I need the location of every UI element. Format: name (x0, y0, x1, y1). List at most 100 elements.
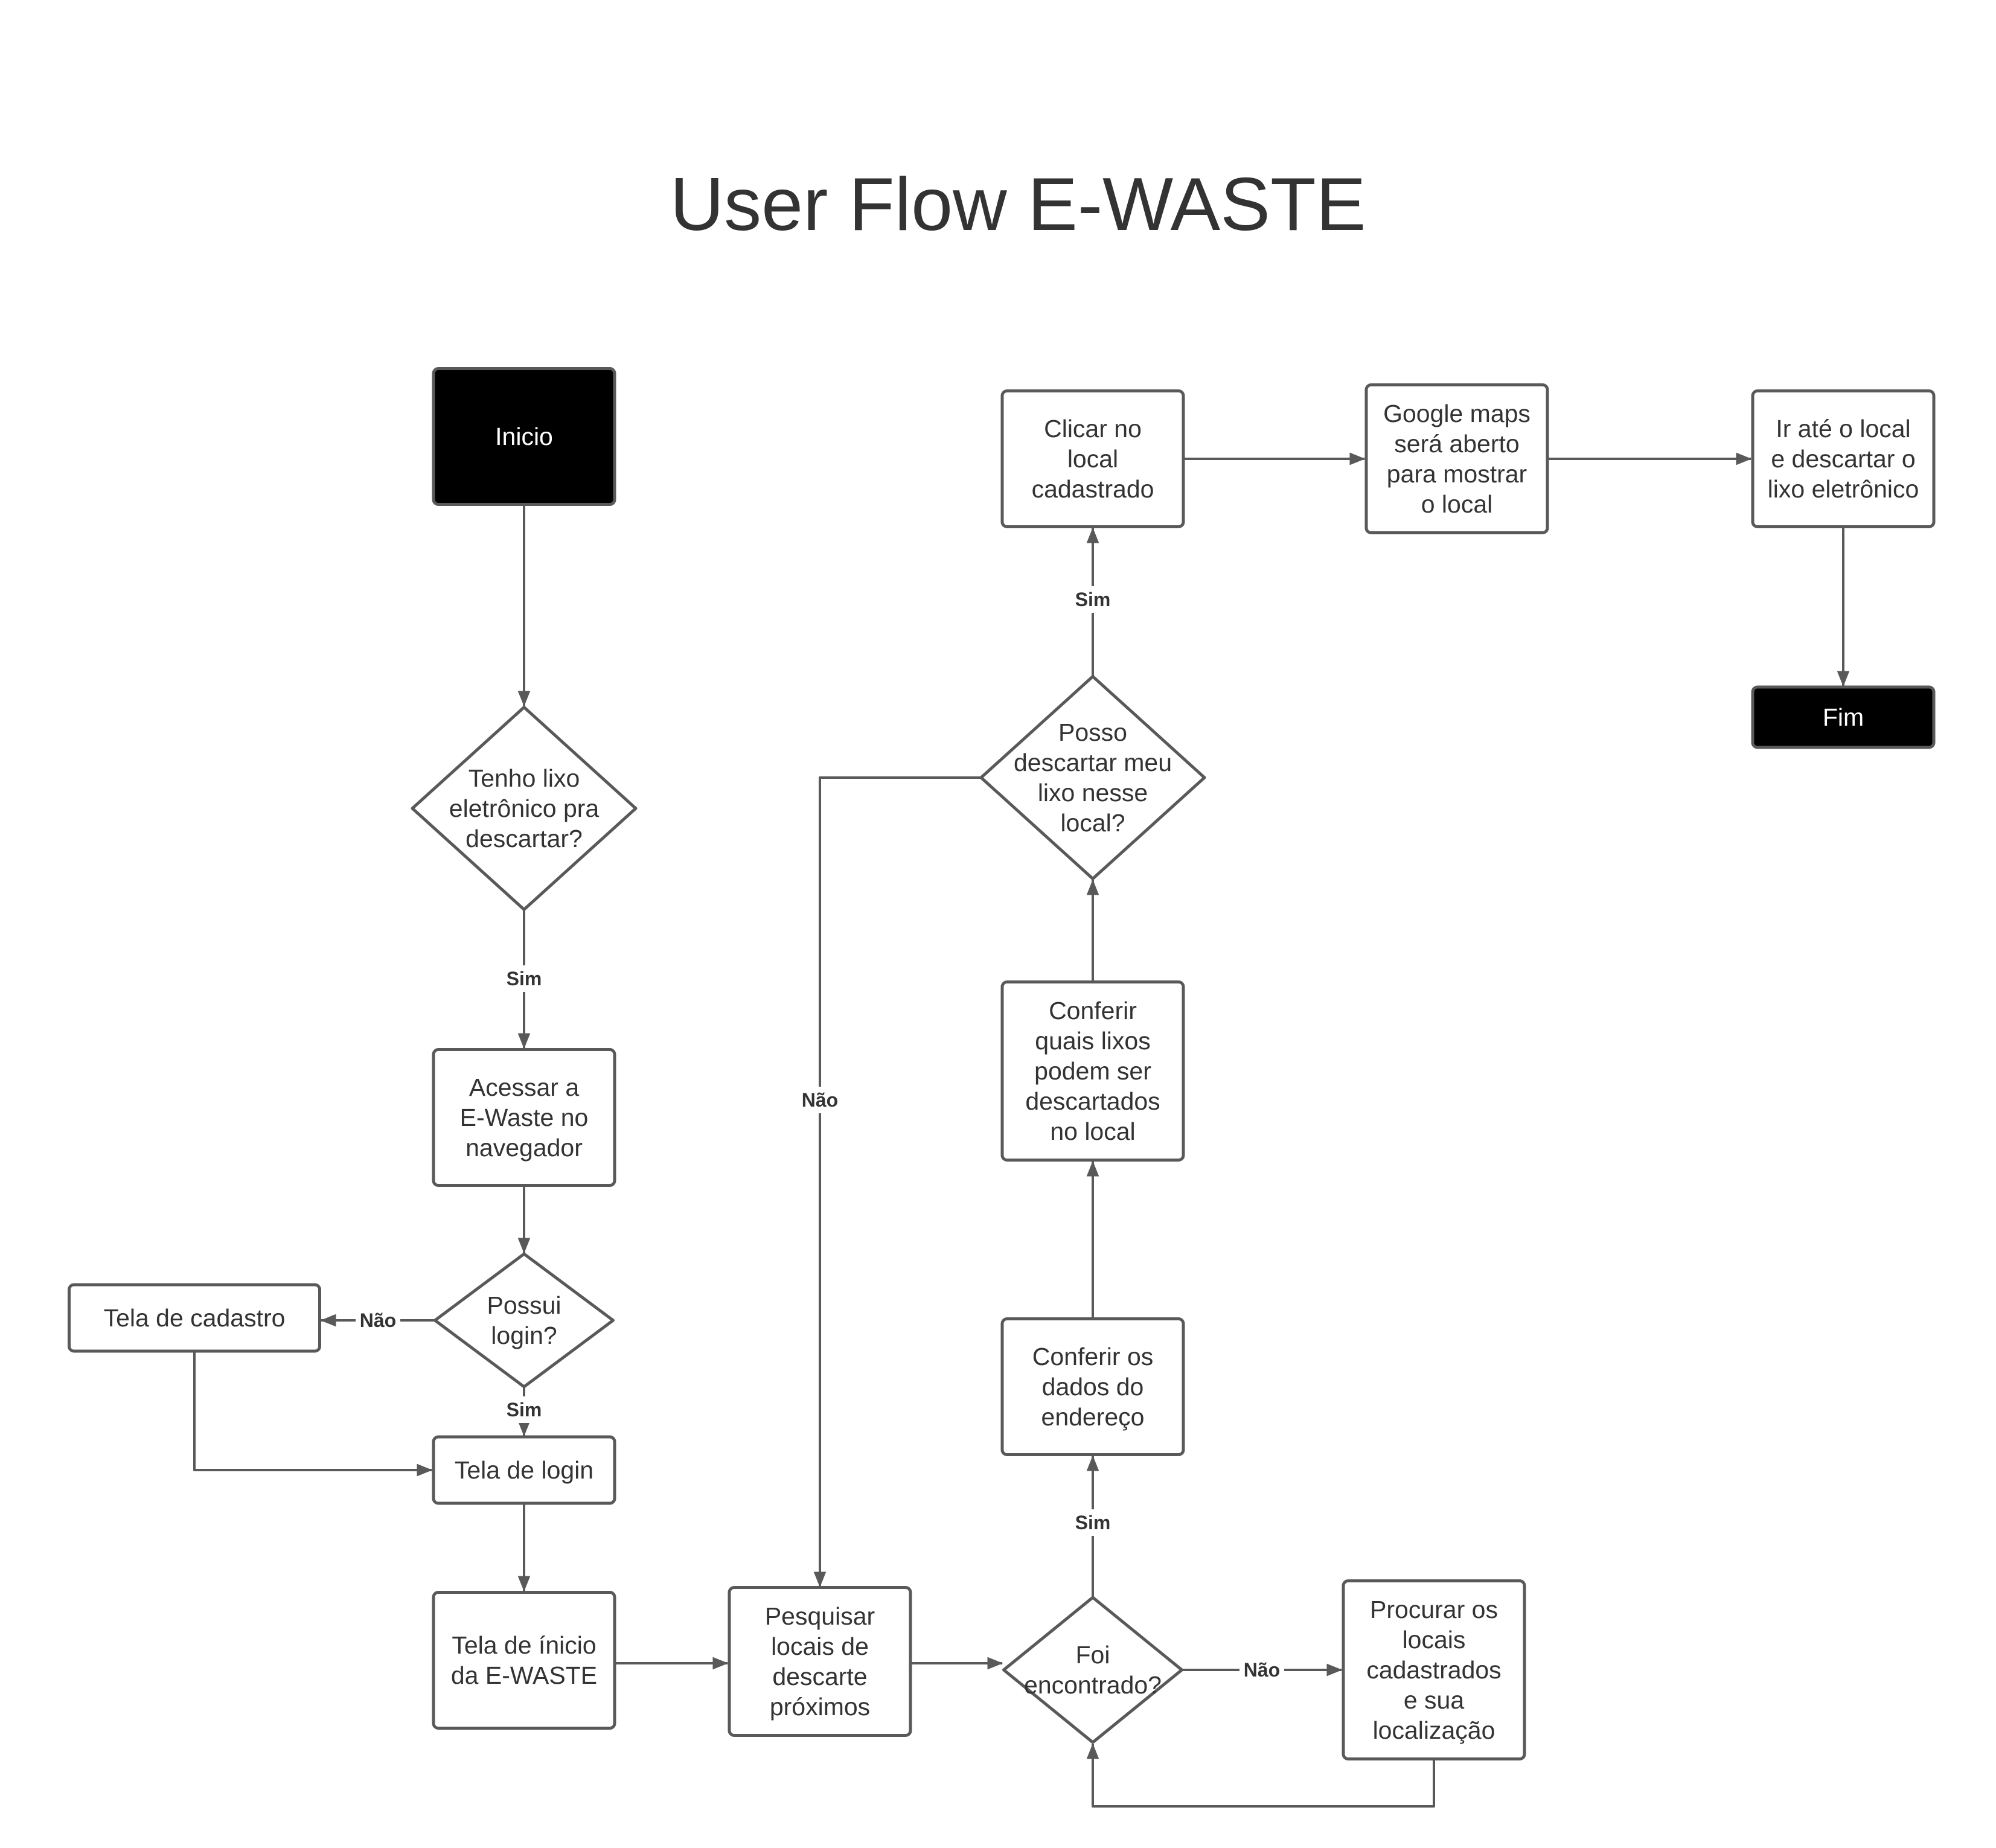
process-box (1000, 980, 1185, 1162)
edges (193, 452, 1850, 1808)
node-text-line: Conferir os (1032, 1343, 1154, 1370)
node-text-line: e descartar o (1771, 445, 1915, 473)
edge-label-sim: Sim (1075, 1512, 1111, 1533)
process-box (1342, 1579, 1526, 1760)
node-text-line: para mostrar (1387, 460, 1527, 488)
decision-diamond (433, 1252, 615, 1389)
decision-diamond (411, 706, 638, 911)
edge-label-background (502, 965, 546, 992)
node-text-line: o local (1421, 490, 1493, 518)
node-text-line: Fim (1823, 703, 1864, 731)
node-tenho-lixo: Tenho lixo eletrônico pra descartar? (411, 706, 638, 911)
node-text-line: endereço (1041, 1403, 1145, 1431)
process-box (432, 1591, 616, 1730)
edge-label-sim: Sim (1075, 589, 1111, 610)
node-text-line: Posso (1058, 718, 1127, 746)
terminal-box (1751, 685, 1936, 749)
node-login: Tela de login (432, 1435, 616, 1505)
node-text-line: da E-WASTE (451, 1661, 597, 1689)
node-text-line: Acessar a (469, 1073, 579, 1101)
node-text-line: locais (1403, 1626, 1466, 1654)
node-text-line: Conferir (1049, 997, 1137, 1025)
node-text-line: local? (1060, 809, 1125, 837)
node-text-line: Tenho lixo (469, 764, 580, 792)
node-text-line: E-Waste no (460, 1104, 589, 1131)
node-text-line: navegador (465, 1134, 583, 1162)
node-text-line: Foi (1076, 1641, 1110, 1669)
node-text-line: Procurar os (1370, 1596, 1498, 1623)
diagram-title: User Flow E-WASTE (670, 163, 1366, 246)
node-text-line: dados do (1042, 1373, 1144, 1401)
node-text-line: encontrado? (1024, 1671, 1162, 1699)
node-text-line: login? (491, 1322, 557, 1349)
edge-label-background (1070, 1509, 1115, 1536)
edge-label-background (1070, 586, 1115, 613)
node-text-line: lixo eletrônico (1768, 475, 1919, 503)
node-possui-login: Possui login? (433, 1252, 615, 1389)
node-text-line: local (1067, 445, 1118, 473)
decision-diamond (1002, 1596, 1183, 1744)
node-text-line: próximos (770, 1693, 870, 1721)
edge-label-background (356, 1307, 400, 1334)
node-text-line: podem ser (1034, 1057, 1151, 1085)
edge-label-background (502, 1396, 546, 1423)
node-text-line: descartados (1025, 1087, 1160, 1115)
process-box (1364, 383, 1549, 534)
process-box (1000, 1317, 1185, 1456)
node-acessar: Acessar a E-Waste no navegador (432, 1048, 616, 1187)
node-text-line: Inicio (495, 423, 553, 450)
node-text-line: será aberto (1394, 430, 1519, 458)
edge-label-no: Não (360, 1309, 396, 1331)
node-text-line: localização (1373, 1716, 1495, 1744)
process-box (68, 1283, 321, 1353)
process-box (432, 1048, 616, 1187)
edge-label-sim: Sim (507, 968, 542, 990)
node-text-line: Tela de login (455, 1456, 593, 1484)
node-text-line: Possui (487, 1291, 561, 1319)
node-text-line: Ir até o local (1776, 415, 1910, 443)
edge-posso-descartar-to-pesquisar (813, 776, 981, 1588)
node-text-line: descarte (772, 1663, 867, 1690)
node-fim: Fim (1751, 685, 1936, 749)
node-text-line: e sua (1404, 1686, 1464, 1714)
node-text-line: Tela de ínicio (452, 1631, 596, 1659)
edge-label-no: Não (802, 1089, 838, 1111)
node-text-line: Tela de cadastro (104, 1304, 286, 1332)
node-text-line: Clicar no (1044, 415, 1142, 443)
node-text-line: quais lixos (1035, 1027, 1150, 1055)
edge-cadastro-to-login (193, 1351, 433, 1477)
node-text-line: locais de (771, 1632, 869, 1660)
process-box (1000, 389, 1185, 528)
process-box (728, 1586, 912, 1737)
node-text-line: Google maps (1383, 400, 1531, 427)
node-text-line: descartar? (465, 825, 583, 852)
node-text-line: cadastrado (1032, 475, 1154, 503)
process-box (432, 1435, 616, 1505)
node-text-line: no local (1050, 1117, 1135, 1145)
node-text-line: eletrônico pra (449, 795, 600, 822)
edge-label-no: Não (1244, 1659, 1280, 1681)
node-text-line: descartar meu (1014, 749, 1172, 776)
edge-label-sim: Sim (507, 1399, 542, 1421)
node-inicio: Inicio (432, 367, 616, 506)
node-cadastro: Tela de cadastro (68, 1283, 321, 1353)
decision-diamond (979, 675, 1206, 880)
terminal-box (432, 367, 616, 506)
edge-label-background (1240, 1657, 1284, 1683)
edge-procurar-to-foi-encontrado (1086, 1743, 1435, 1808)
process-box (1751, 389, 1936, 528)
edge-label-background (798, 1087, 842, 1113)
